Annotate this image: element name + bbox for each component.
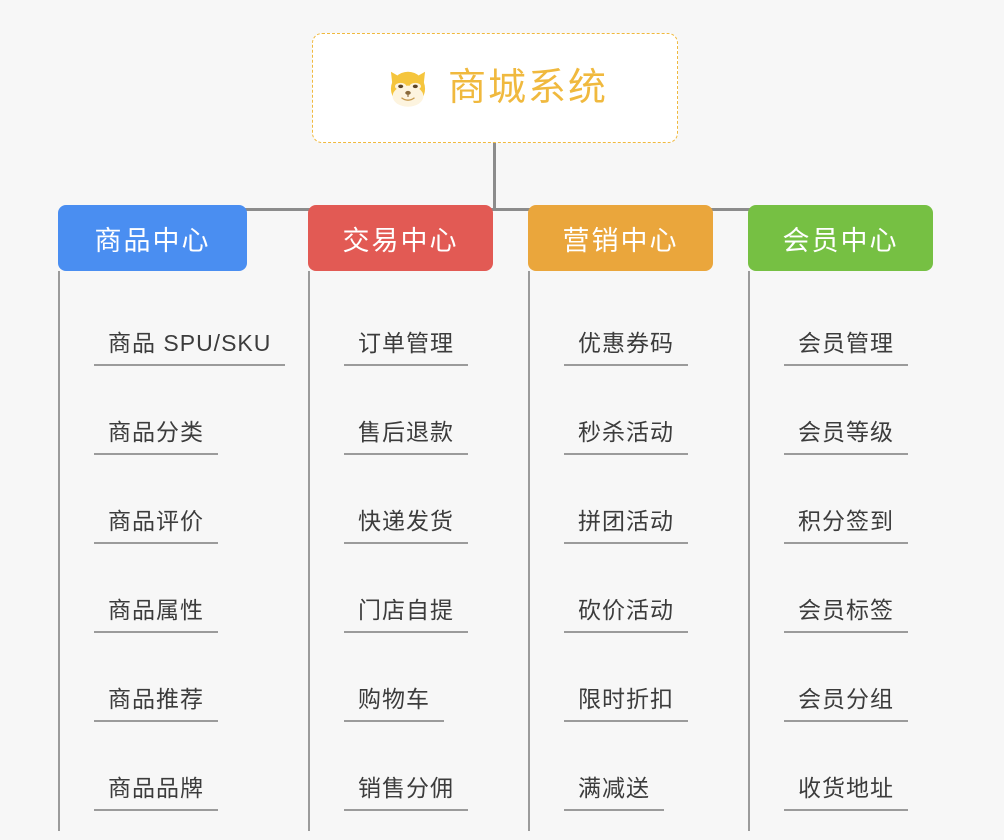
shiba-dog-icon xyxy=(382,62,434,114)
leaf-list-member: 会员管理 会员等级 积分签到 会员标签 会员分组 收货地址 xyxy=(748,271,933,831)
category-column-trade: 交易中心 订单管理 售后退款 快递发货 门店自提 购物车 销售分佣 xyxy=(308,205,493,831)
category-label: 营销中心 xyxy=(562,225,679,256)
list-item[interactable]: 商品评价 xyxy=(58,455,247,544)
leaf-label: 商品 SPU/SKU xyxy=(94,324,286,366)
root-node[interactable]: 商城系统 xyxy=(312,33,678,143)
leaf-list-marketing: 优惠券码 秒杀活动 拼团活动 砍价活动 限时折扣 满减送 xyxy=(528,271,713,831)
leaf-label: 门店自提 xyxy=(344,591,468,633)
leaf-label: 拼团活动 xyxy=(564,502,688,544)
leaf-label: 积分签到 xyxy=(784,502,908,544)
leaf-label: 商品品牌 xyxy=(94,769,218,811)
leaf-label: 满减送 xyxy=(564,769,664,811)
list-item[interactable]: 商品 SPU/SKU xyxy=(58,277,286,366)
leaf-label: 快递发货 xyxy=(344,502,468,544)
list-item[interactable]: 拼团活动 xyxy=(528,455,713,544)
leaf-label: 会员分组 xyxy=(784,680,908,722)
list-item[interactable]: 商品分类 xyxy=(58,366,247,455)
leaf-label: 商品推荐 xyxy=(94,680,218,722)
leaf-label: 砍价活动 xyxy=(564,591,688,633)
list-item[interactable]: 会员管理 xyxy=(748,277,933,366)
list-item[interactable]: 优惠券码 xyxy=(528,277,713,366)
list-item[interactable]: 会员等级 xyxy=(748,366,933,455)
list-item[interactable]: 限时折扣 xyxy=(528,633,713,722)
leaf-label: 订单管理 xyxy=(344,324,468,366)
list-item[interactable]: 订单管理 xyxy=(308,277,493,366)
category-header-member[interactable]: 会员中心 xyxy=(748,205,933,271)
category-label: 会员中心 xyxy=(782,225,899,256)
category-header-product[interactable]: 商品中心 xyxy=(58,205,247,271)
leaf-label: 会员标签 xyxy=(784,591,908,633)
list-item[interactable]: 砍价活动 xyxy=(528,544,713,633)
list-item[interactable]: 销售分佣 xyxy=(308,722,493,811)
list-item[interactable]: 门店自提 xyxy=(308,544,493,633)
list-item[interactable]: 秒杀活动 xyxy=(528,366,713,455)
category-label: 商品中心 xyxy=(94,225,211,256)
connector-root-stem xyxy=(493,143,496,211)
list-item[interactable]: 商品属性 xyxy=(58,544,247,633)
leaf-label: 商品属性 xyxy=(94,591,218,633)
leaf-label: 商品评价 xyxy=(94,502,218,544)
root-title: 商城系统 xyxy=(447,67,608,109)
connector-bus xyxy=(151,208,841,211)
category-label: 交易中心 xyxy=(342,225,459,256)
list-item[interactable]: 商品推荐 xyxy=(58,633,247,722)
leaf-label: 商品分类 xyxy=(94,413,218,455)
leaf-label: 秒杀活动 xyxy=(564,413,688,455)
leaf-label: 收货地址 xyxy=(784,769,908,811)
leaf-trunk xyxy=(748,271,750,831)
list-item[interactable]: 积分签到 xyxy=(748,455,933,544)
leaf-label: 会员等级 xyxy=(784,413,908,455)
leaf-list-product: 商品 SPU/SKU 商品分类 商品评价 商品属性 商品推荐 商品品牌 xyxy=(58,271,286,831)
category-column-marketing: 营销中心 优惠券码 秒杀活动 拼团活动 砍价活动 限时折扣 满减送 xyxy=(528,205,713,831)
leaf-trunk xyxy=(308,271,310,831)
list-item[interactable]: 商品品牌 xyxy=(58,722,247,811)
category-header-trade[interactable]: 交易中心 xyxy=(308,205,493,271)
list-item[interactable]: 购物车 xyxy=(308,633,493,722)
category-column-member: 会员中心 会员管理 会员等级 积分签到 会员标签 会员分组 收货地址 xyxy=(748,205,933,831)
category-column-product: 商品中心 商品 SPU/SKU 商品分类 商品评价 商品属性 商品推荐 商品品牌 xyxy=(58,205,286,831)
list-item[interactable]: 收货地址 xyxy=(748,722,933,811)
leaf-label: 购物车 xyxy=(344,680,444,722)
leaf-label: 优惠券码 xyxy=(564,324,688,366)
list-item[interactable]: 满减送 xyxy=(528,722,713,811)
list-item[interactable]: 会员标签 xyxy=(748,544,933,633)
list-item[interactable]: 售后退款 xyxy=(308,366,493,455)
leaf-trunk xyxy=(58,271,60,831)
leaf-label: 会员管理 xyxy=(784,324,908,366)
list-item[interactable]: 快递发货 xyxy=(308,455,493,544)
leaf-label: 销售分佣 xyxy=(344,769,468,811)
leaf-label: 限时折扣 xyxy=(564,680,688,722)
list-item[interactable]: 会员分组 xyxy=(748,633,933,722)
leaf-trunk xyxy=(528,271,530,831)
category-header-marketing[interactable]: 营销中心 xyxy=(528,205,713,271)
leaf-label: 售后退款 xyxy=(344,413,468,455)
leaf-list-trade: 订单管理 售后退款 快递发货 门店自提 购物车 销售分佣 xyxy=(308,271,493,831)
